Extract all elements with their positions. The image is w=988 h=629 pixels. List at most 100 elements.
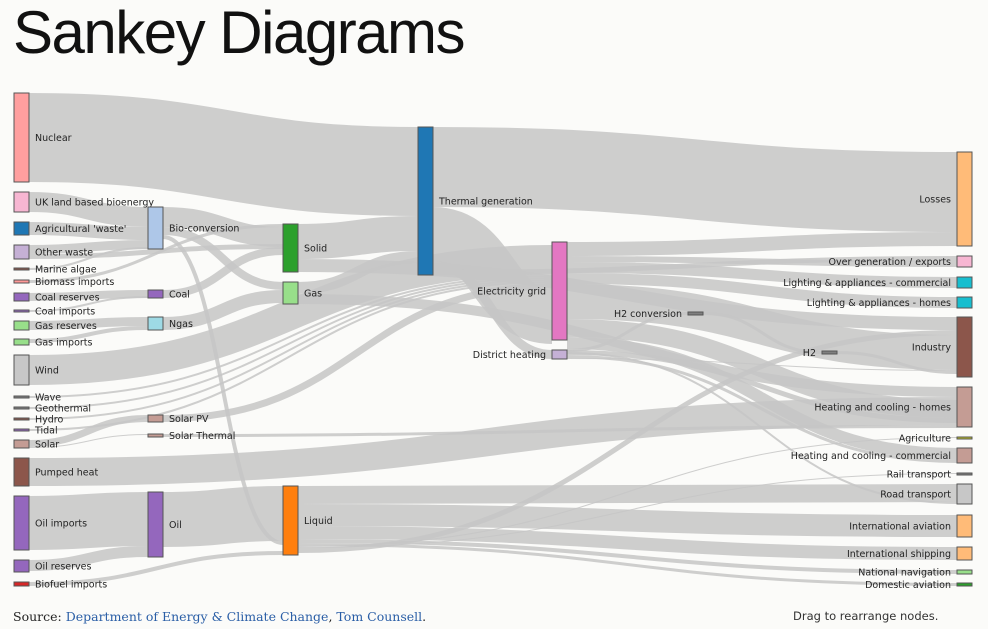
node-ngas[interactable]: Ngas bbox=[147, 316, 193, 331]
node-bar-district-heating[interactable] bbox=[551, 349, 568, 360]
node-bar-uk-land-based-bioenergy[interactable] bbox=[13, 191, 30, 213]
node-international-aviation[interactable]: International aviation bbox=[849, 514, 973, 538]
node-marine-algae[interactable]: Marine algae bbox=[13, 264, 97, 275]
node-bar-wind[interactable] bbox=[13, 354, 30, 386]
node-bar-agriculture[interactable] bbox=[956, 436, 973, 440]
node-bar-gas-reserves[interactable] bbox=[13, 320, 30, 331]
node-industry[interactable]: Industry bbox=[912, 316, 973, 378]
node-national-navigation[interactable]: National navigation bbox=[858, 567, 973, 578]
node-bar-wave[interactable] bbox=[13, 395, 30, 399]
node-bar-rail-transport[interactable] bbox=[956, 472, 973, 476]
node-nuclear[interactable]: Nuclear bbox=[13, 92, 72, 183]
node-solar[interactable]: Solar bbox=[13, 439, 59, 450]
node-bar-nuclear[interactable] bbox=[13, 92, 30, 183]
node-bar-h2-conversion[interactable] bbox=[687, 311, 704, 316]
node-wave[interactable]: Wave bbox=[13, 392, 61, 403]
node-bar-domestic-aviation[interactable] bbox=[956, 582, 973, 587]
node-oil[interactable]: Oil bbox=[147, 491, 182, 558]
node-over-generation-exports[interactable]: Over generation / exports bbox=[829, 255, 973, 268]
node-bar-ngas[interactable] bbox=[147, 316, 164, 331]
node-solid[interactable]: Solid bbox=[282, 223, 327, 273]
node-oil-imports[interactable]: Oil imports bbox=[13, 495, 87, 551]
source-link-counsell[interactable]: Tom Counsell bbox=[336, 609, 423, 624]
node-bar-biomass-imports[interactable] bbox=[13, 279, 30, 284]
node-domestic-aviation[interactable]: Domestic aviation bbox=[865, 580, 973, 591]
sankey-nodes[interactable]: Nuclear UK land based bioenergyAgricultur… bbox=[13, 92, 973, 591]
node-bar-h2[interactable] bbox=[821, 350, 838, 355]
node-geothermal[interactable]: Geothermal bbox=[13, 403, 91, 414]
node-bar-liquid[interactable] bbox=[282, 485, 299, 556]
node-bio-conversion[interactable]: Bio-conversion bbox=[147, 206, 239, 250]
node-bar-bio-conversion[interactable] bbox=[147, 206, 164, 250]
node-lighting-appliances-homes[interactable]: Lighting & appliances - homes bbox=[807, 296, 973, 309]
source-link-decc[interactable]: Department of Energy & Climate Change bbox=[65, 609, 329, 624]
node-gas-imports[interactable]: Gas imports bbox=[13, 337, 93, 348]
node-pumped-heat[interactable]: Pumped heat bbox=[13, 457, 98, 487]
node-road-transport[interactable]: Road transport bbox=[880, 483, 973, 505]
node-biofuel-imports[interactable]: Biofuel imports bbox=[13, 579, 107, 590]
node-h2-conversion[interactable]: H2 conversion bbox=[614, 309, 704, 320]
node-bar-road-transport[interactable] bbox=[956, 483, 973, 505]
node-bar-oil-imports[interactable] bbox=[13, 495, 30, 551]
node-solar-thermal[interactable]: Solar Thermal bbox=[147, 431, 235, 442]
node-losses[interactable]: Losses bbox=[919, 151, 973, 247]
node-bar-national-navigation[interactable] bbox=[956, 569, 973, 575]
node-thermal-generation[interactable]: Thermal generation bbox=[417, 126, 533, 276]
node-bar-coal[interactable] bbox=[147, 289, 164, 299]
node-bar-coal-reserves[interactable] bbox=[13, 292, 30, 302]
node-bar-coal-imports[interactable] bbox=[13, 309, 30, 313]
node-coal-reserves[interactable]: Coal reserves bbox=[13, 292, 100, 303]
node-bar-lighting-appliances-commercial[interactable] bbox=[956, 276, 973, 289]
node-bar-industry[interactable] bbox=[956, 316, 973, 378]
node-bar-tidal[interactable] bbox=[13, 428, 30, 432]
node-bar-heating-and-cooling-homes[interactable] bbox=[956, 386, 973, 428]
node-coal-imports[interactable]: Coal imports bbox=[13, 306, 95, 317]
node-uk-land-based-bioenergy[interactable]: UK land based bioenergy bbox=[13, 191, 154, 213]
node-bar-hydro[interactable] bbox=[13, 417, 30, 421]
node-bar-oil-reserves[interactable] bbox=[13, 559, 30, 573]
node-wind[interactable]: Wind bbox=[13, 354, 59, 386]
node-bar-oil[interactable] bbox=[147, 491, 164, 558]
node-tidal[interactable]: Tidal bbox=[13, 425, 58, 436]
node-biomass-imports[interactable]: Biomass imports bbox=[13, 277, 114, 288]
node-bar-agricultural-waste[interactable] bbox=[13, 221, 30, 236]
node-bar-solar-thermal[interactable] bbox=[147, 433, 164, 438]
node-heating-and-cooling-commercial[interactable]: Heating and cooling - commercial bbox=[791, 447, 973, 464]
node-liquid[interactable]: Liquid bbox=[282, 485, 333, 556]
node-bar-over-generation-exports[interactable] bbox=[956, 255, 973, 268]
node-bar-geothermal[interactable] bbox=[13, 406, 30, 410]
node-lighting-appliances-commercial[interactable]: Lighting & appliances - commercial bbox=[783, 276, 973, 289]
node-bar-gas-imports[interactable] bbox=[13, 338, 30, 346]
node-district-heating[interactable]: District heating bbox=[473, 349, 568, 361]
node-heating-and-cooling-homes[interactable]: Heating and cooling - homes bbox=[814, 386, 973, 428]
node-bar-losses[interactable] bbox=[956, 151, 973, 247]
node-rail-transport[interactable]: Rail transport bbox=[887, 469, 973, 480]
node-hydro[interactable]: Hydro bbox=[13, 414, 63, 425]
node-bar-biofuel-imports[interactable] bbox=[13, 581, 30, 587]
node-agricultural-waste[interactable]: Agricultural 'waste' bbox=[13, 221, 126, 236]
node-bar-electricity-grid[interactable] bbox=[551, 241, 568, 341]
node-bar-international-aviation[interactable] bbox=[956, 514, 973, 538]
node-bar-other-waste[interactable] bbox=[13, 244, 30, 260]
node-bar-gas[interactable] bbox=[282, 281, 299, 305]
node-gas[interactable]: Gas bbox=[282, 281, 322, 305]
node-solar-pv[interactable]: Solar PV bbox=[147, 414, 209, 425]
node-international-shipping[interactable]: International shipping bbox=[847, 546, 973, 561]
node-h2[interactable]: H2 bbox=[803, 348, 838, 359]
node-bar-solar-pv[interactable] bbox=[147, 414, 164, 423]
node-bar-marine-algae[interactable] bbox=[13, 267, 30, 271]
node-bar-lighting-appliances-homes[interactable] bbox=[956, 296, 973, 309]
node-agriculture[interactable]: Agriculture bbox=[899, 433, 973, 444]
node-bar-thermal-generation[interactable] bbox=[417, 126, 434, 276]
node-bar-international-shipping[interactable] bbox=[956, 546, 973, 561]
node-bar-heating-and-cooling-commercial[interactable] bbox=[956, 447, 973, 464]
node-coal[interactable]: Coal bbox=[147, 289, 190, 300]
node-bar-solid[interactable] bbox=[282, 223, 299, 273]
node-other-waste[interactable]: Other waste bbox=[13, 244, 93, 260]
node-bar-solar[interactable] bbox=[13, 439, 30, 449]
node-oil-reserves[interactable]: Oil reserves bbox=[13, 559, 91, 573]
node-bar-pumped-heat[interactable] bbox=[13, 457, 30, 487]
node-electricity-grid[interactable]: Electricity grid bbox=[477, 241, 568, 341]
node-gas-reserves[interactable]: Gas reserves bbox=[13, 320, 97, 332]
